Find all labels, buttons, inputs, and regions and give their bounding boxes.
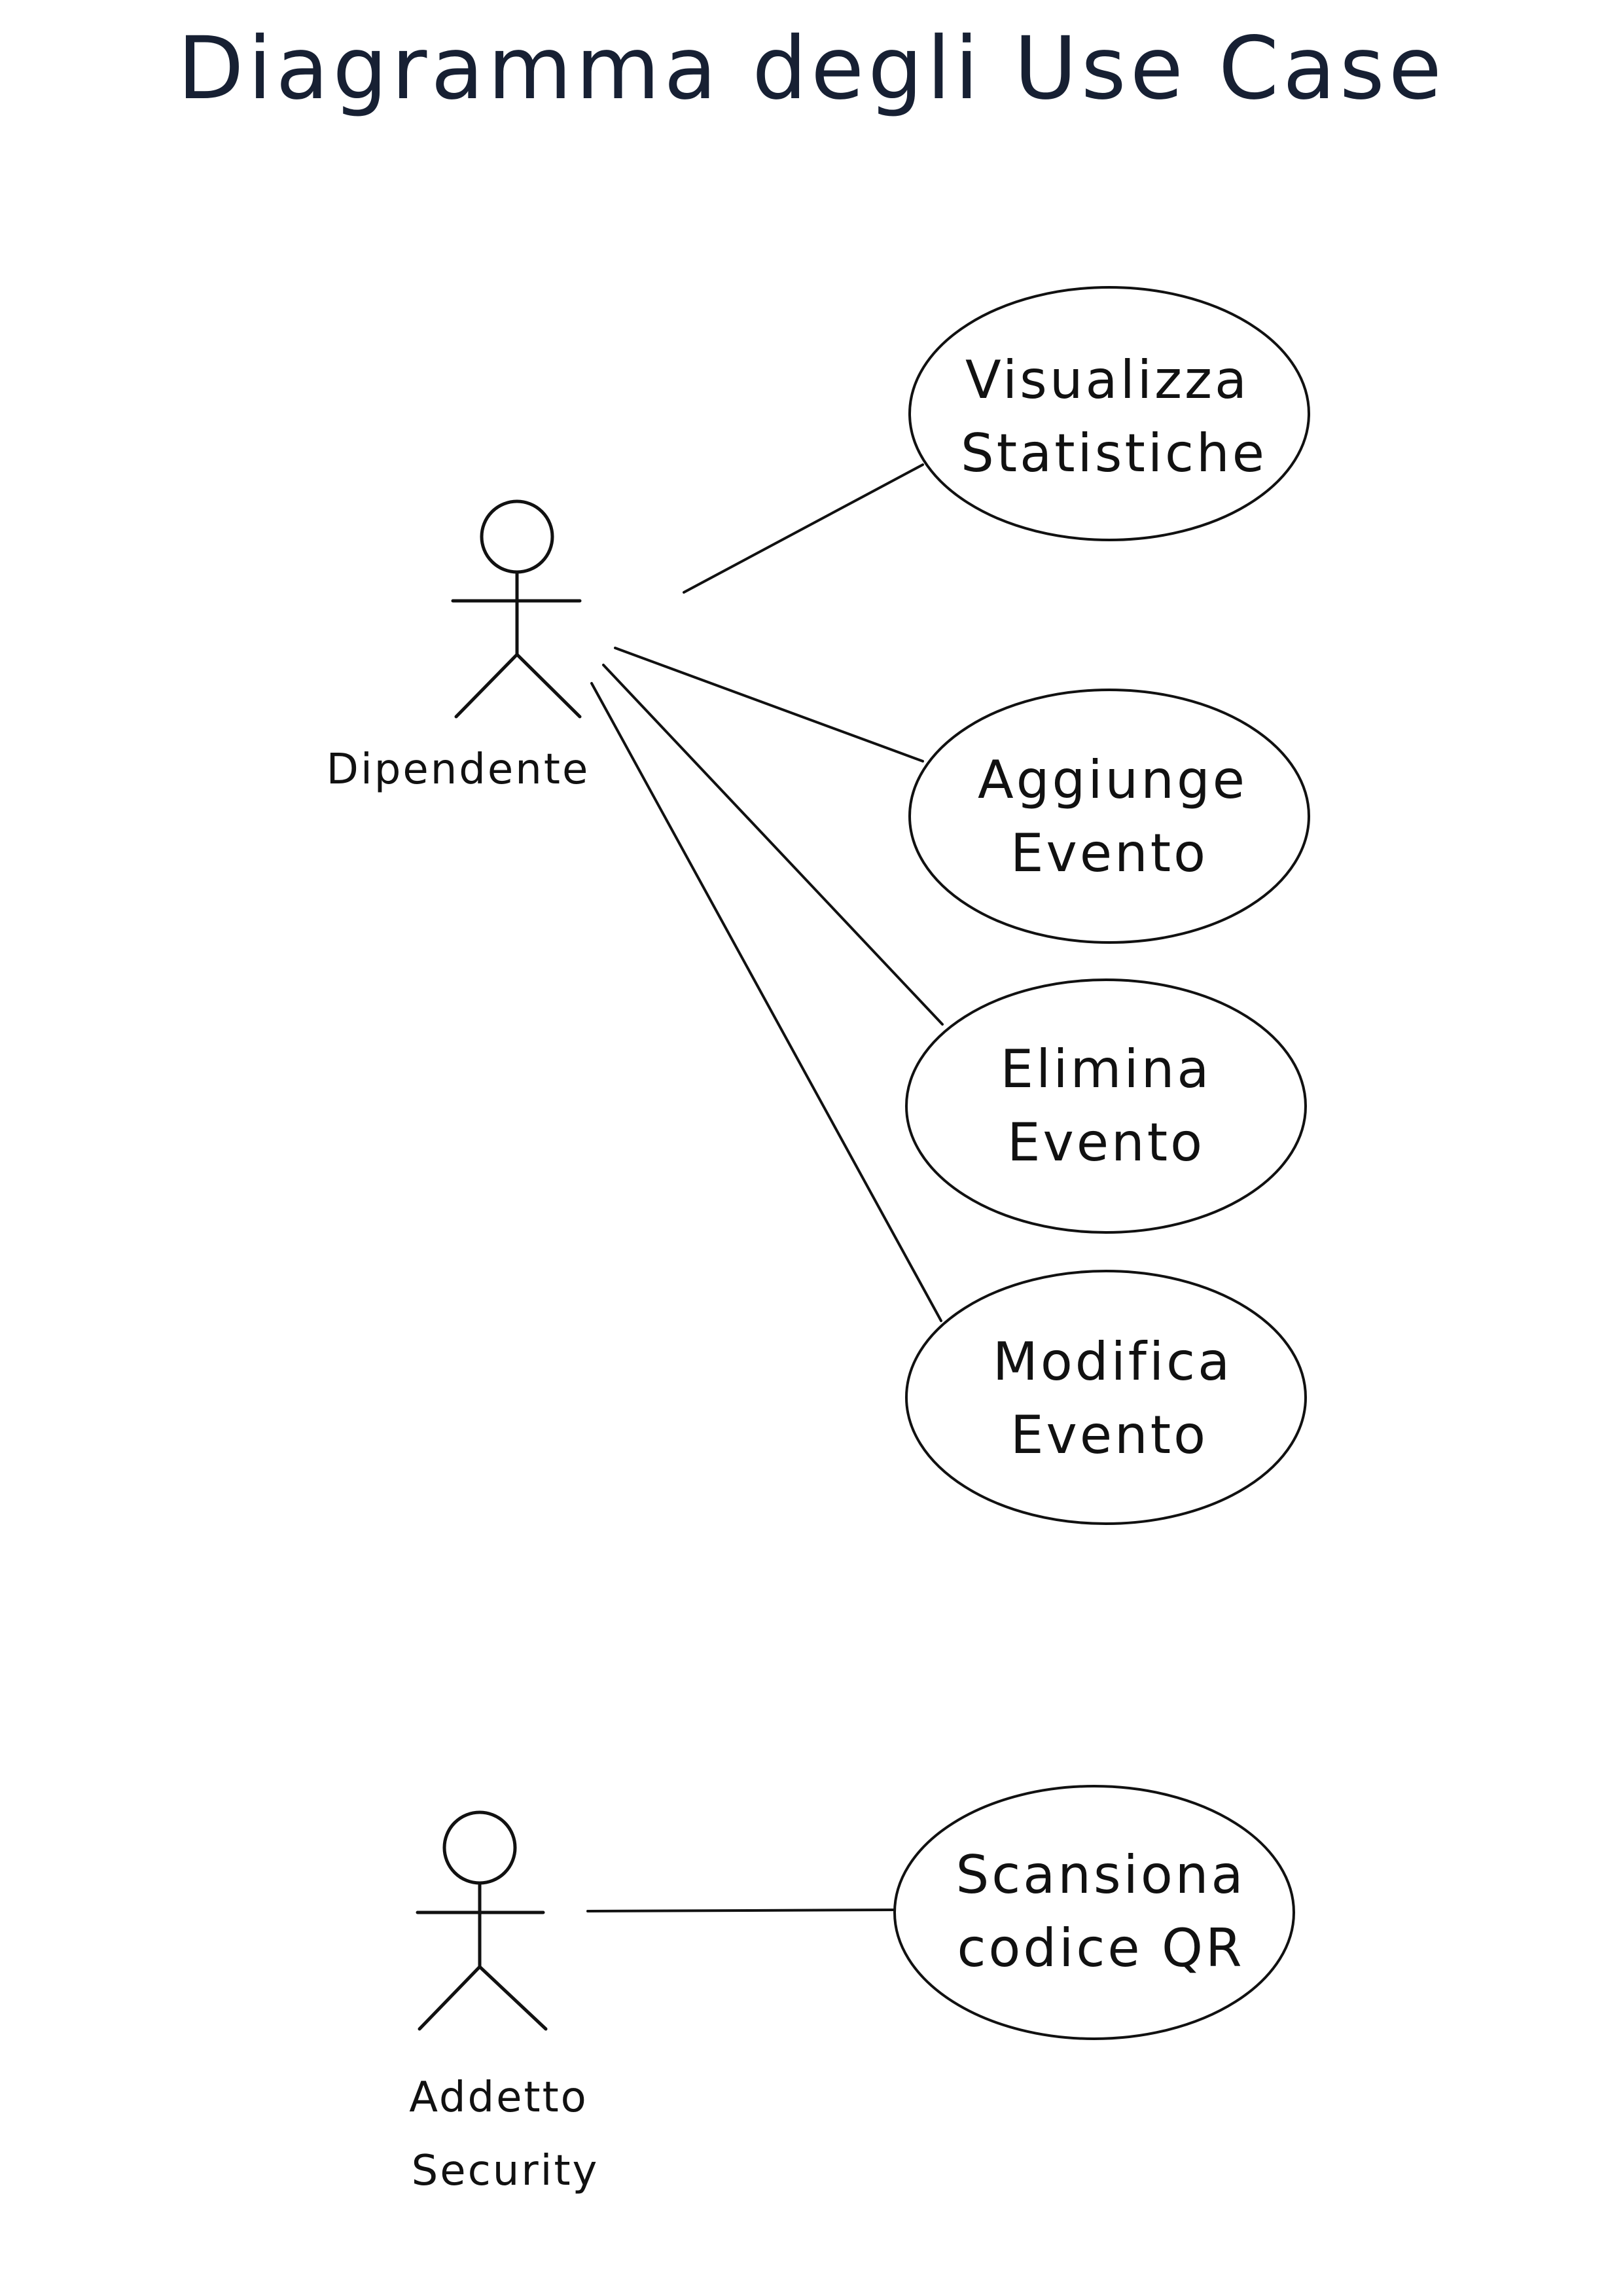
- actor-head: [480, 499, 554, 574]
- use-case-label-line-2: codice QR: [957, 1918, 1244, 1979]
- associations: [586, 463, 944, 1912]
- actor-right-leg: [515, 653, 582, 719]
- use-case-label-line-2: Evento: [1007, 1112, 1205, 1173]
- use-case-ellipse: [905, 978, 1307, 1234]
- association-dipendente-aggiunge-evento: [614, 647, 924, 762]
- actor-label-dipendente: Dipendente: [327, 745, 590, 794]
- actor-head: [442, 1810, 517, 1885]
- use-case-aggiunge-evento: Aggiunge Evento: [908, 689, 1310, 944]
- association-dipendente-elimina-evento: [602, 664, 944, 1026]
- association-dipendente-visualizza-statistiche: [683, 463, 924, 594]
- use-case-scansiona-codice-qr: Scansiona codice QR: [893, 1785, 1295, 2040]
- diagram-title: Diagramma degli Use Case: [177, 18, 1446, 119]
- use-case-ellipse: [908, 286, 1310, 541]
- use-case-label-line-1: Modifica: [993, 1331, 1232, 1392]
- use-case-ellipse: [893, 1785, 1295, 2040]
- actor-addetto-security: Addetto Security: [409, 1810, 599, 2195]
- use-case-label-line-2: Statistiche: [961, 423, 1267, 484]
- use-case-ellipse: [908, 689, 1310, 944]
- use-case-visualizza-statistiche: Visualizza Statistiche: [908, 286, 1310, 541]
- use-case-modifica-evento: Modifica Evento: [905, 1270, 1307, 1525]
- actor-dipendente: Dipendente: [327, 499, 590, 794]
- association-addetto-security-scansiona-codice-qr: [586, 1909, 895, 1912]
- actor-right-leg: [478, 1965, 548, 2031]
- use-case-label-line-2: Evento: [1010, 823, 1208, 884]
- use-case-label-line-2: Evento: [1010, 1405, 1208, 1465]
- actor-label-security: Security: [412, 2147, 599, 2195]
- actor-label-addetto: Addetto: [409, 2073, 588, 2122]
- actor-left-leg: [418, 1965, 482, 2031]
- association-dipendente-modifica-evento: [590, 682, 942, 1322]
- use-case-label-line-1: Visualizza: [965, 350, 1249, 410]
- use-case-ellipse: [905, 1270, 1307, 1525]
- actor-left-leg: [454, 653, 519, 719]
- use-case-elimina-evento: Elimina Evento: [905, 978, 1307, 1234]
- use-case-label-line-1: Scansiona: [955, 1844, 1245, 1905]
- use-case-label-line-1: Aggiunge: [978, 749, 1247, 810]
- use-case-label-line-1: Elimina: [1001, 1039, 1212, 1100]
